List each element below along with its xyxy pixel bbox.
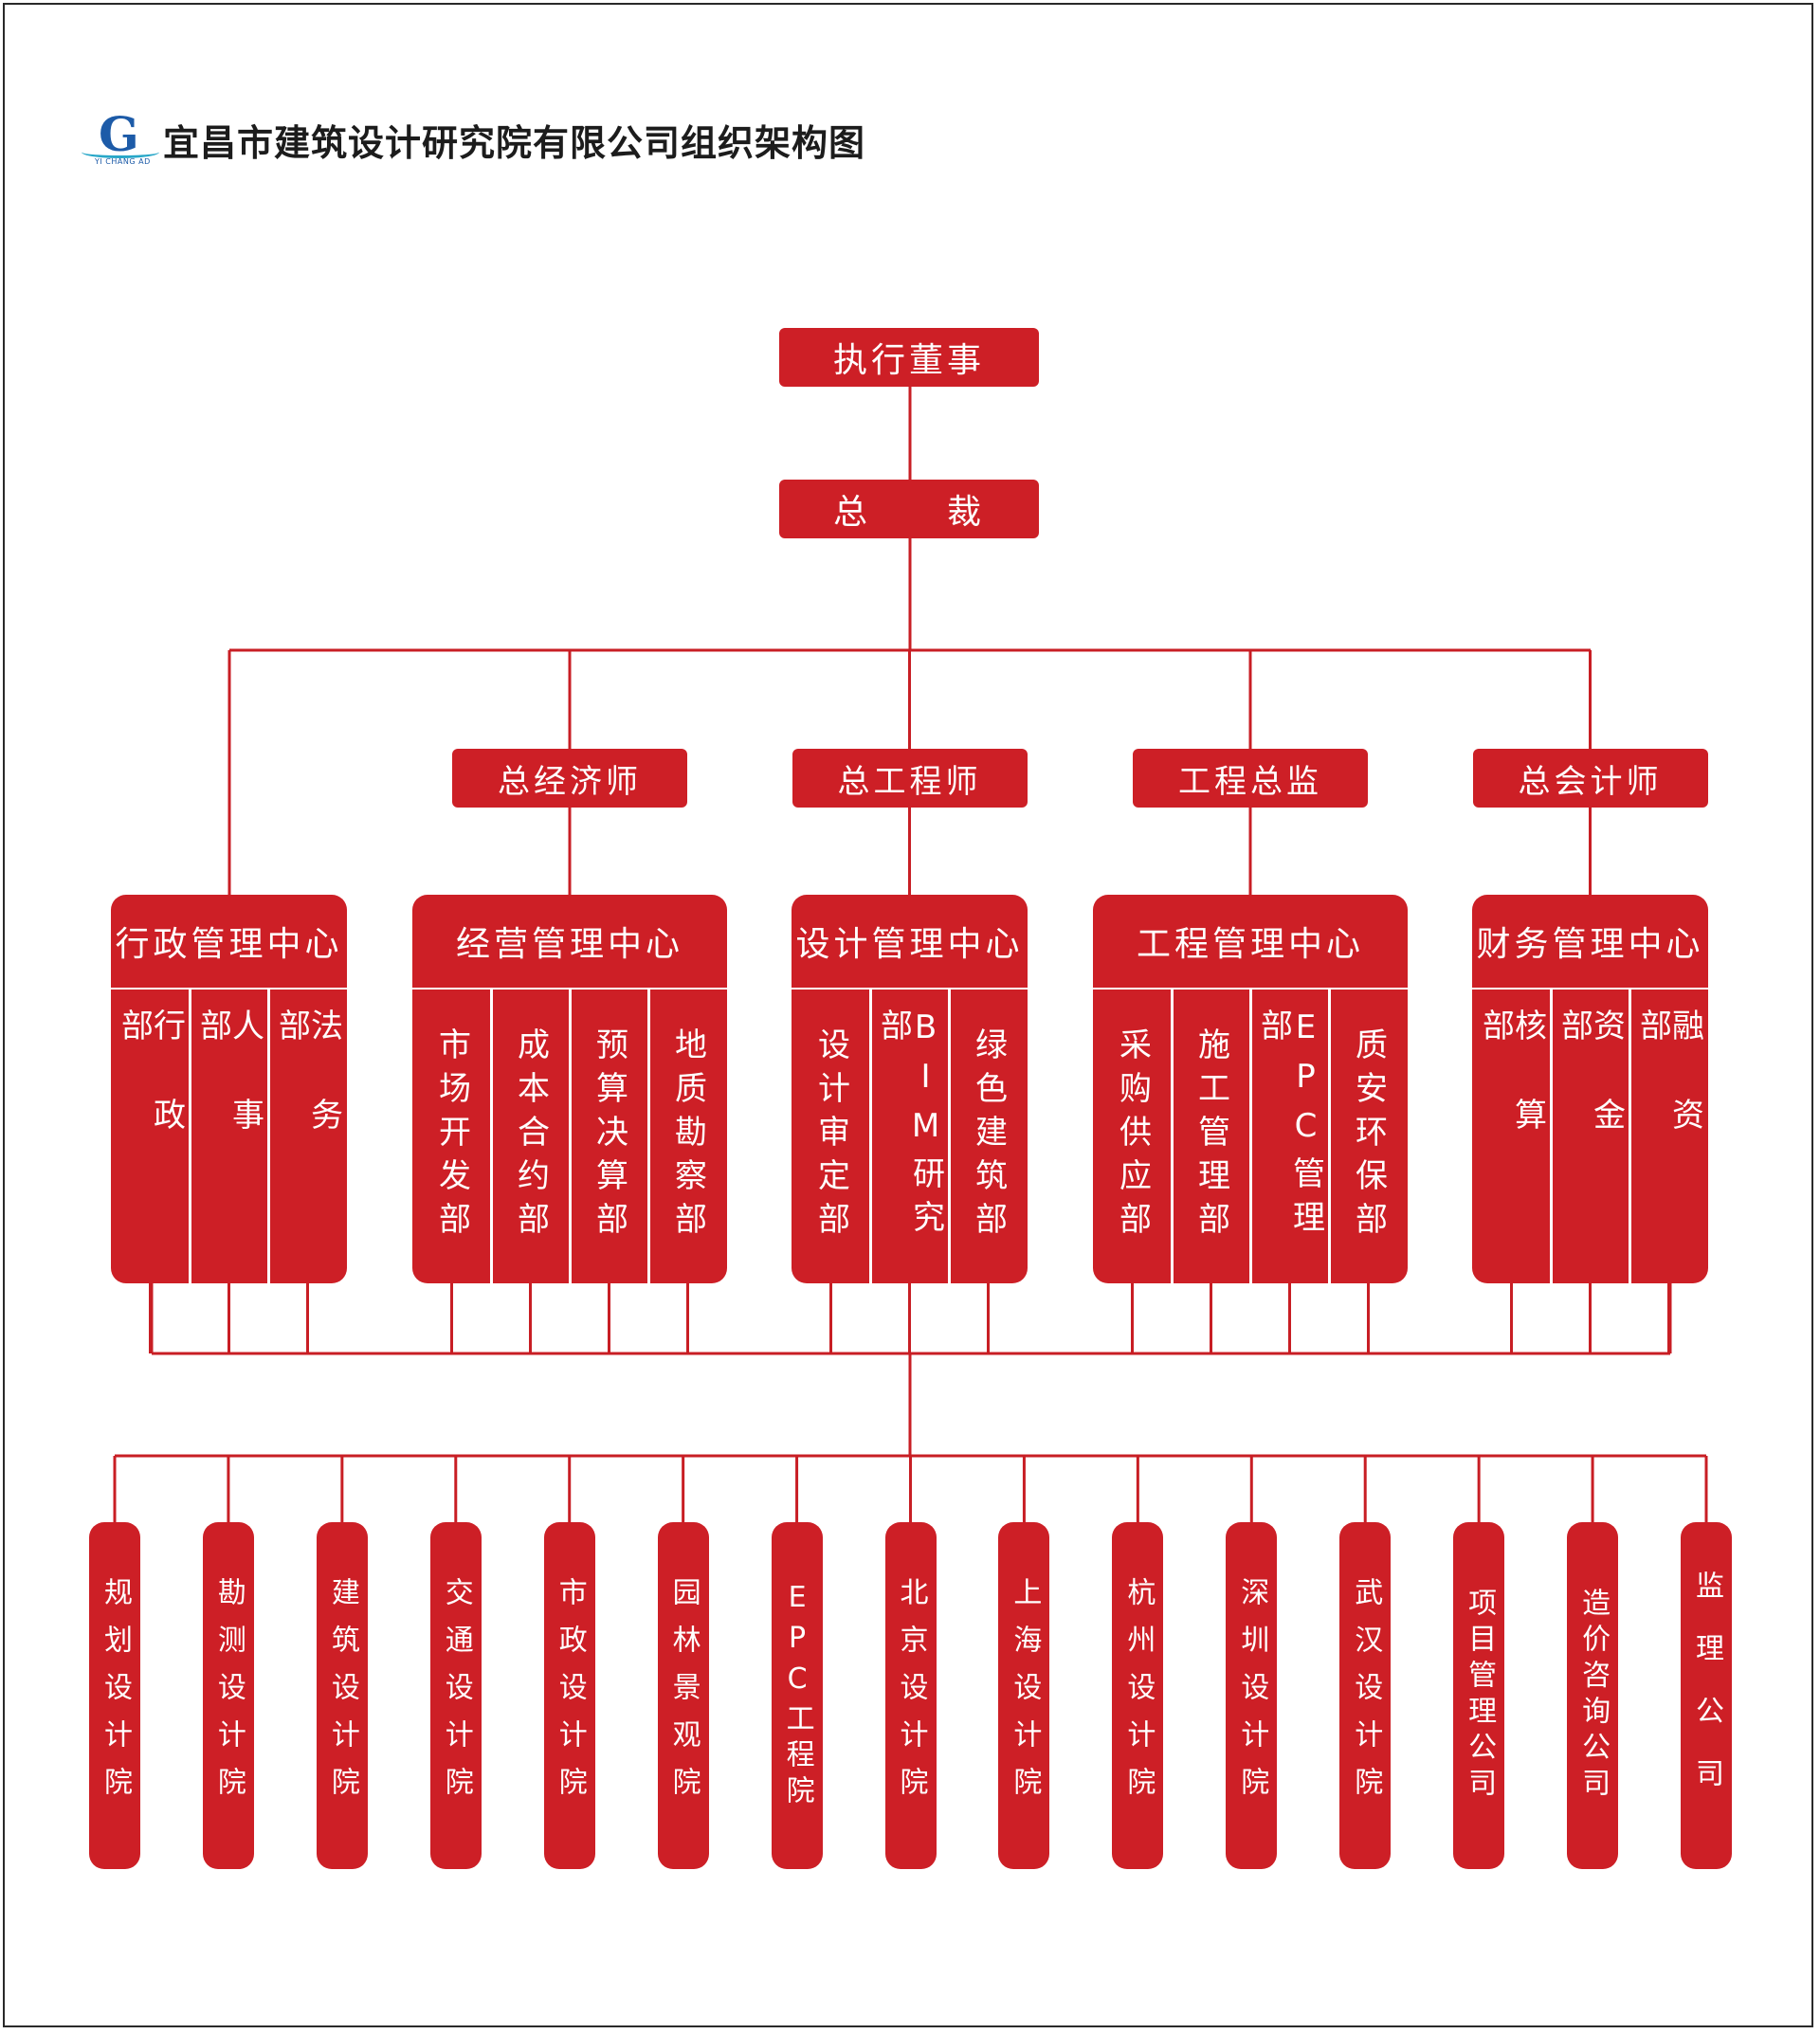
institute-label-5: 市政设计院 bbox=[553, 1577, 587, 1814]
institute-label-3: 建筑设计院 bbox=[325, 1577, 359, 1814]
dept-engineering-3: EPC管理部 bbox=[1254, 1008, 1325, 1244]
institute-label-11: 深圳设计院 bbox=[1235, 1577, 1269, 1814]
institute-10: 杭州设计院 bbox=[1112, 1522, 1164, 1869]
institute-label-12: 武汉设计院 bbox=[1349, 1577, 1383, 1814]
center-admin bbox=[111, 895, 347, 1283]
institute-7: EPC工程院 bbox=[771, 1522, 823, 1869]
dept-engineering-1: 采购供应部 bbox=[1113, 1027, 1152, 1245]
page-frame bbox=[3, 3, 1813, 2027]
logo-subtext: YI CHANG AD bbox=[95, 157, 151, 166]
institute-label-13: 项目管理公司 bbox=[1463, 1588, 1497, 1804]
institute-11: 深圳设计院 bbox=[1226, 1522, 1278, 1869]
dept-divider bbox=[1628, 990, 1631, 1283]
center-finance bbox=[1472, 895, 1708, 1283]
dept-admin-1: 行政部 bbox=[115, 1008, 186, 1187]
dept-business-3: 预算决算部 bbox=[590, 1027, 628, 1245]
dept-admin-2: 人事部 bbox=[193, 1008, 264, 1187]
dept-engineering-2: 施工管理部 bbox=[1192, 1027, 1230, 1245]
institute-label-10: 杭州设计院 bbox=[1121, 1577, 1156, 1814]
institute-15: 监理公司 bbox=[1681, 1522, 1732, 1869]
dept-design-3: 绿色建筑部 bbox=[969, 1027, 1008, 1245]
institute-label-8: 北京设计院 bbox=[894, 1577, 928, 1814]
dept-divider bbox=[1327, 990, 1331, 1283]
center-title-engineering: 工程管理中心 bbox=[1093, 895, 1408, 990]
dept-finance-1: 核算部 bbox=[1476, 1008, 1547, 1187]
executive-director-box: 执行董事 bbox=[779, 328, 1039, 387]
institute-label-2: 勘测设计院 bbox=[211, 1577, 246, 1814]
dept-design-1: 设计审定部 bbox=[811, 1027, 850, 1245]
institute-12: 武汉设计院 bbox=[1339, 1522, 1392, 1869]
dept-business-4: 地质勘察部 bbox=[668, 1027, 707, 1245]
officer-box-1: 总经济师 bbox=[452, 749, 687, 808]
institute-14: 造价咨询公司 bbox=[1567, 1522, 1619, 1869]
institute-2: 勘测设计院 bbox=[202, 1522, 254, 1869]
officer-box-3: 工程总监 bbox=[1133, 749, 1368, 808]
dept-engineering-4: 质安环保部 bbox=[1349, 1027, 1388, 1245]
dept-design-2: BIM研究部 bbox=[874, 1008, 945, 1244]
institute-3: 建筑设计院 bbox=[316, 1522, 368, 1869]
dept-business-1: 市场开发部 bbox=[432, 1027, 471, 1245]
center-design bbox=[792, 895, 1028, 1283]
institute-6: 园林景观院 bbox=[657, 1522, 709, 1869]
institute-8: 北京设计院 bbox=[884, 1522, 937, 1869]
dept-divider bbox=[188, 990, 191, 1283]
president-box: 总 裁 bbox=[779, 480, 1039, 538]
dept-divider bbox=[489, 990, 493, 1283]
center-title-finance: 财务管理中心 bbox=[1472, 895, 1708, 990]
institute-label-7: EPC工程院 bbox=[780, 1580, 814, 1811]
dept-divider bbox=[947, 990, 951, 1283]
dept-admin-3: 法务部 bbox=[272, 1008, 343, 1187]
center-title-admin: 行政管理中心 bbox=[111, 895, 347, 990]
center-title-business: 经营管理中心 bbox=[412, 895, 727, 990]
institute-1: 规划设计院 bbox=[89, 1522, 140, 1869]
dept-divider bbox=[568, 990, 572, 1283]
institute-13: 项目管理公司 bbox=[1453, 1522, 1505, 1869]
officer-box-4: 总会计师 bbox=[1472, 749, 1708, 808]
institute-4: 交通设计院 bbox=[429, 1522, 482, 1869]
institute-label-14: 造价咨询公司 bbox=[1576, 1588, 1611, 1804]
dept-divider bbox=[1549, 990, 1553, 1283]
company-logo: G YI CHANG AD bbox=[82, 106, 163, 169]
dept-divider bbox=[1248, 990, 1252, 1283]
institute-label-15: 监理公司 bbox=[1690, 1571, 1723, 1821]
institute-label-4: 交通设计院 bbox=[439, 1577, 473, 1814]
center-title-design: 设计管理中心 bbox=[792, 895, 1028, 990]
institute-9: 上海设计院 bbox=[998, 1522, 1050, 1869]
dept-divider bbox=[646, 990, 650, 1283]
dept-divider bbox=[1170, 990, 1174, 1283]
logo-swoosh bbox=[82, 146, 159, 158]
dept-finance-2: 资金部 bbox=[1555, 1008, 1626, 1187]
institute-label-1: 规划设计院 bbox=[99, 1577, 132, 1814]
dept-business-2: 成本合约部 bbox=[511, 1027, 550, 1245]
institute-5: 市政设计院 bbox=[543, 1522, 595, 1869]
dept-divider bbox=[266, 990, 270, 1283]
institute-label-6: 园林景观院 bbox=[666, 1577, 701, 1814]
officer-box-2: 总工程师 bbox=[792, 749, 1028, 808]
dept-divider bbox=[868, 990, 872, 1283]
page-title: 宜昌市建筑设计研究院有限公司组织架构图 bbox=[163, 122, 866, 164]
institute-label-9: 上海设计院 bbox=[1008, 1577, 1042, 1814]
dept-finance-3: 融资部 bbox=[1633, 1008, 1704, 1187]
